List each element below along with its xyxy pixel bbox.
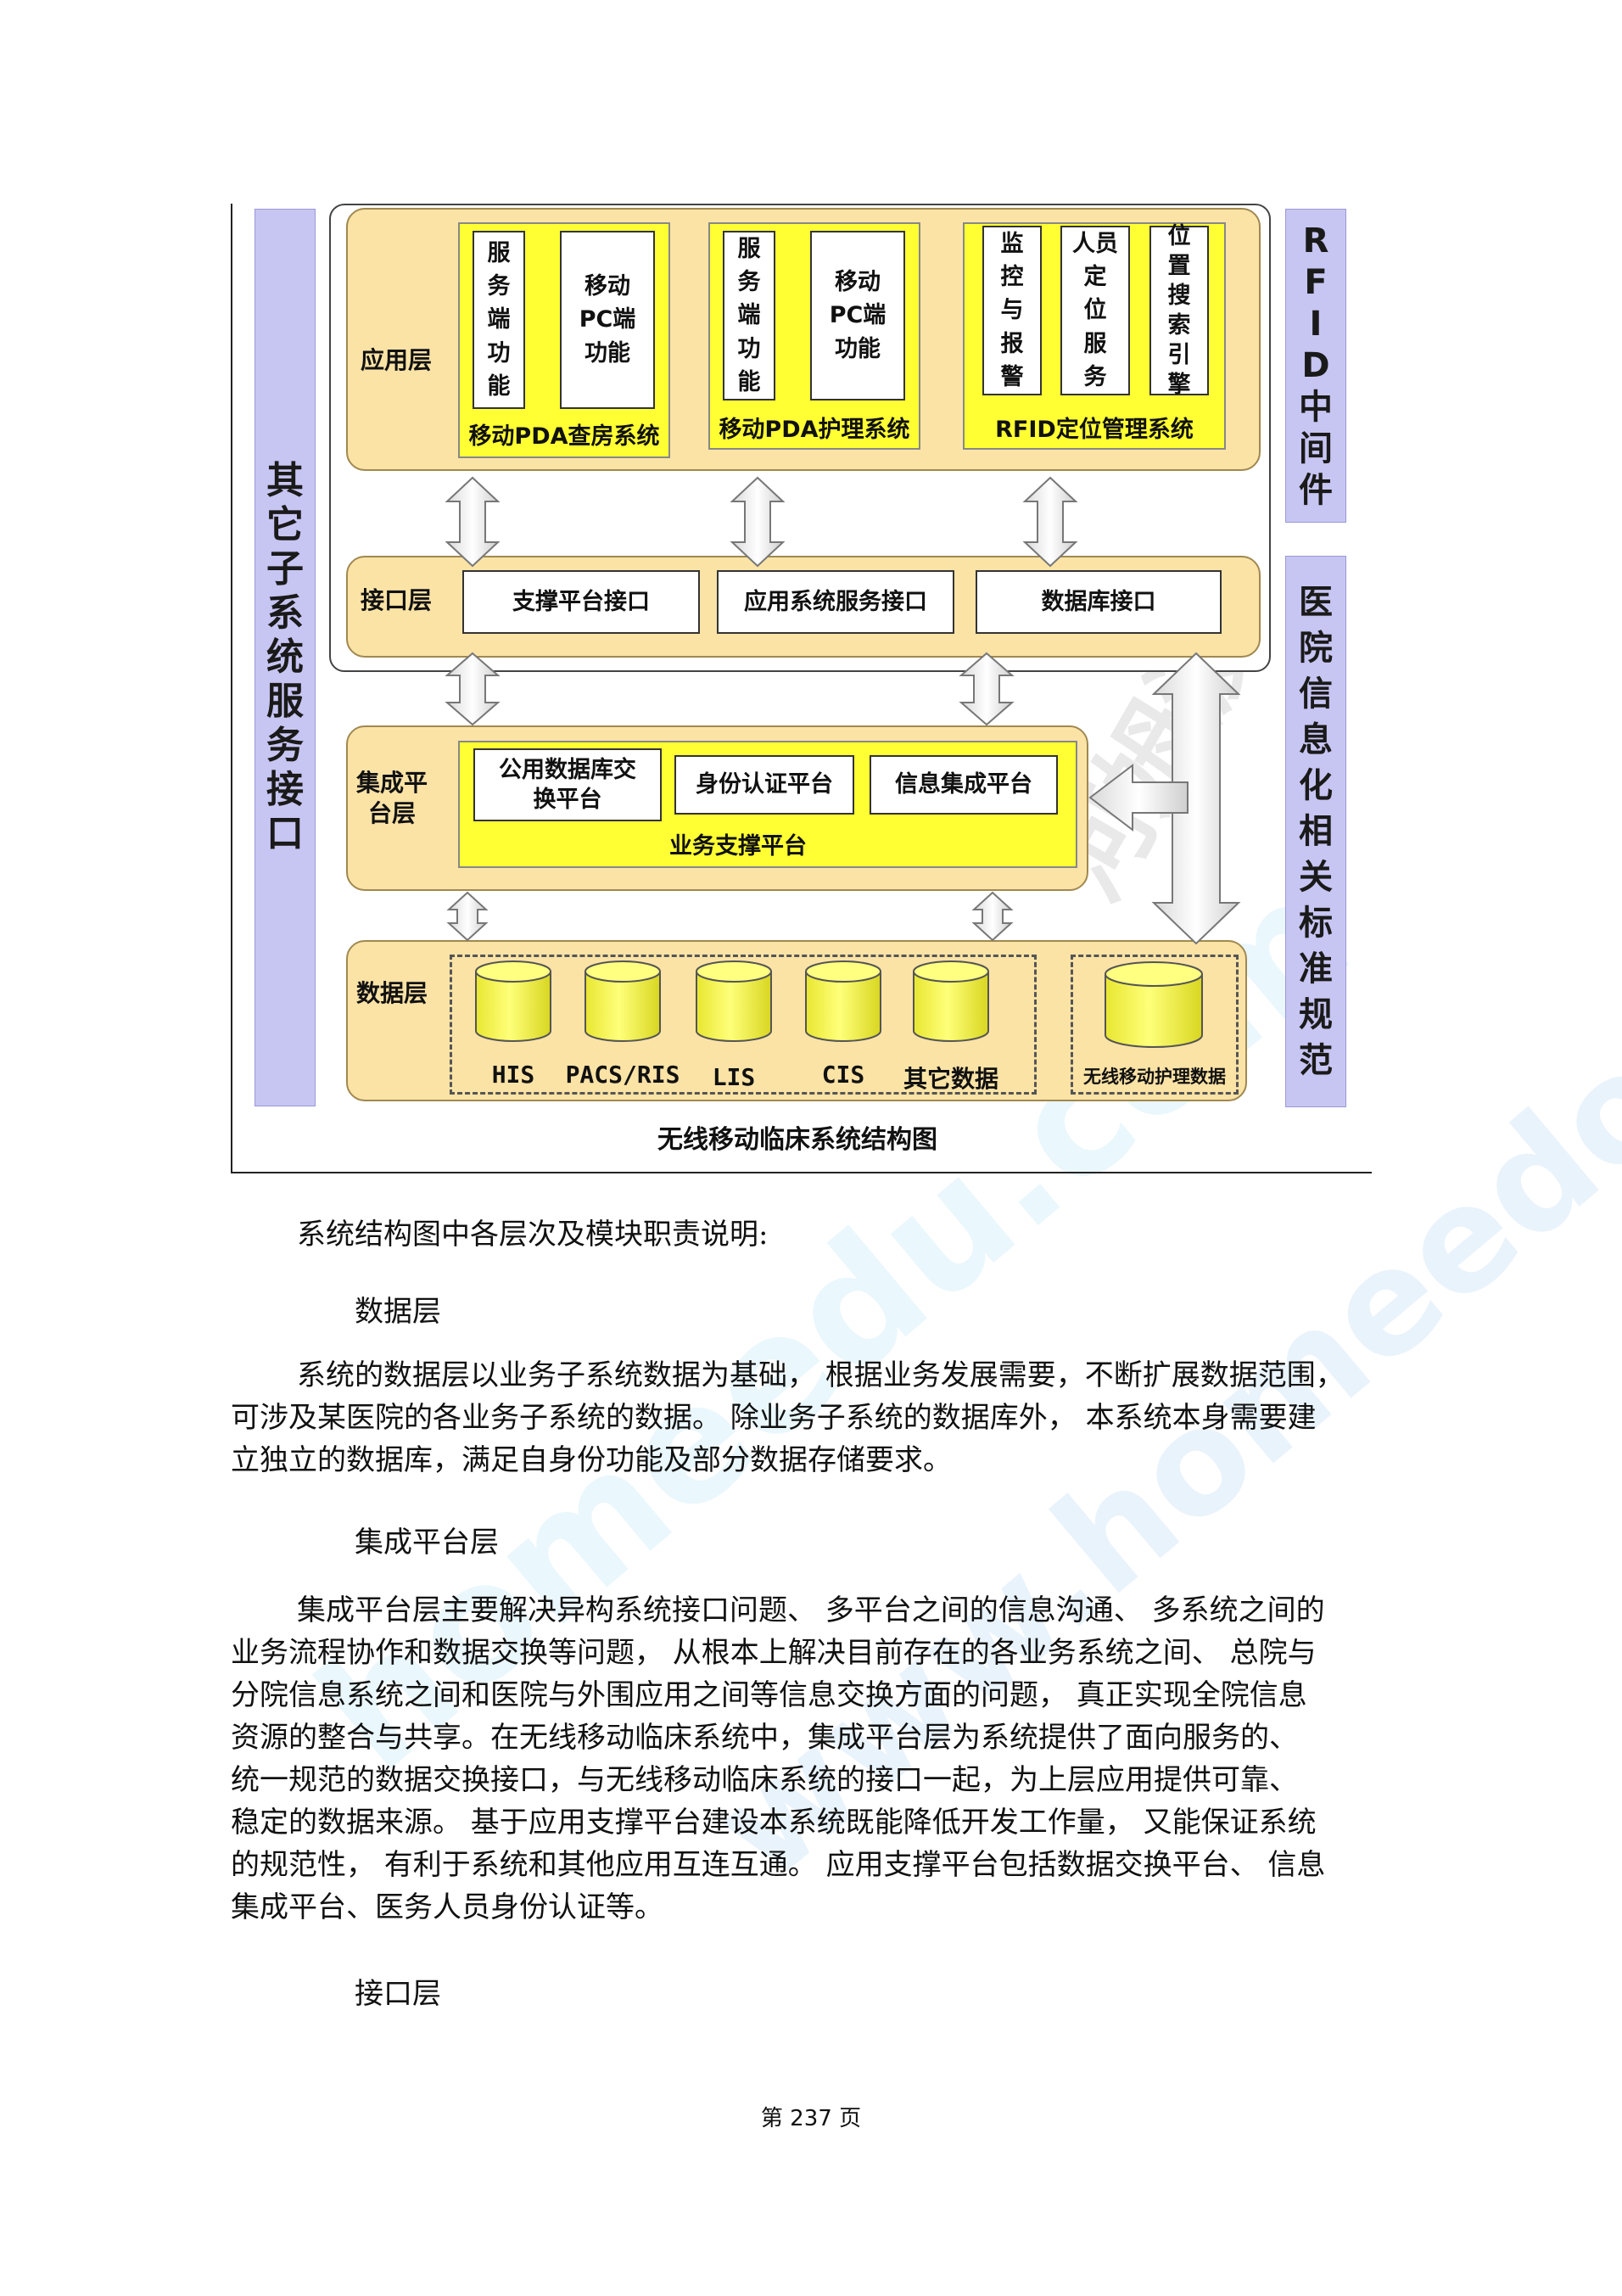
system-caption-rfid: RFID定位管理系统 [995, 417, 1194, 443]
intro-line: 系统结构图中各层次及模块职责说明: [297, 1218, 769, 1252]
card-mobile-pc-function: 移动 PC端 功能 [810, 231, 905, 400]
arrow-app-interface-2 [730, 476, 786, 568]
card-personnel-location: 人员 定 位 服 务 [1060, 226, 1130, 395]
sidebar-rfid-middleware: R F I D 中 间 件 [1285, 209, 1346, 523]
db-label-lis: LIS [712, 1063, 756, 1091]
section-heading-integration-layer: 集成平台层 [355, 1526, 499, 1560]
arrow-integration-data-1 [446, 891, 489, 942]
public-db-exchange-platform: 公用数据库交 换平台 [473, 748, 662, 821]
data-layer-label: 数据层 [356, 979, 428, 1007]
db-cylinder-other [913, 960, 989, 1042]
db-cylinder-nursing [1105, 961, 1203, 1048]
section-paragraph-data-layer: 系统的数据层以业务子系统数据为基础， 根据业务发展需要，不断扩展数据范围， 可涉… [231, 1358, 1345, 1477]
section-heading-data-layer: 数据层 [355, 1295, 441, 1329]
db-cylinder-lis [696, 960, 772, 1042]
diagram-caption: 无线移动临床系统结构图 [657, 1125, 937, 1155]
sidebar-hospital-standards: 医 院 信 息 化 相 关 标 准 规 范 [1285, 556, 1346, 1107]
section-paragraph-integration-layer: 集成平台层主要解决异构系统接口问题、 多平台之间的信息沟通、 多系统之间的 业务… [231, 1593, 1326, 1924]
business-support-platform-caption: 业务支撑平台 [669, 833, 807, 860]
system-caption-pda-nursing: 移动PDA护理系统 [719, 417, 910, 443]
db-label-nursing: 无线移动护理数据 [1083, 1067, 1226, 1087]
app-layer-label: 应用层 [361, 346, 433, 374]
db-cylinder-his [475, 960, 551, 1042]
card-location-search-engine: 位 置 搜 索 引 擎 [1149, 223, 1209, 398]
integration-layer-label: 集成平 台层 [356, 769, 428, 828]
business-db-group [450, 955, 1037, 1095]
system-caption-pda-rounds: 移动PDA查房系统 [468, 423, 660, 450]
identity-auth-platform: 身份认证平台 [674, 755, 854, 815]
arrow-interface-integration-2 [959, 652, 1015, 726]
card-monitor-alarm: 监 控 与 报 警 [982, 226, 1042, 395]
database-cylinders [445, 476, 1241, 1048]
frame-left-line [231, 204, 232, 1173]
frame-bottom-line [231, 1172, 1372, 1173]
db-label-other: 其它数据 [903, 1065, 998, 1093]
info-integration-platform: 信息集成平台 [870, 755, 1058, 815]
db-cylinder-cis [805, 960, 881, 1042]
arrow-app-interface-3 [1022, 476, 1078, 568]
arrow-database-right [1151, 652, 1241, 945]
app-service-interface: 应用系统服务接口 [717, 570, 954, 634]
arrow-integration-data-2 [971, 891, 1014, 942]
interface-layer-label: 接口层 [361, 586, 433, 614]
database-interface: 数据库接口 [976, 570, 1222, 634]
support-platform-interface: 支撑平台接口 [462, 570, 700, 634]
architecture-diagram: 其 它 子 系 统 服 务 接 口 R F I D 中 间 件 医 院 信 息 … [231, 204, 1372, 1173]
extra-db-group [1071, 955, 1239, 1095]
card-mobile-pc-function: 移动 PC端 功能 [560, 231, 655, 409]
card-server-function: 服 务 端 功 能 [473, 231, 525, 409]
arrow-app-interface-1 [445, 476, 501, 568]
arrow-interface-integration-1 [445, 652, 501, 726]
db-cylinder-pacs [584, 960, 661, 1042]
db-label-cis: CIS [821, 1061, 865, 1089]
arrow-to-integration [1088, 763, 1189, 832]
section-heading-interface-layer: 接口层 [355, 1977, 441, 2011]
card-server-function: 服 务 端 功 能 [723, 231, 775, 400]
sidebar-other-subsystems: 其 它 子 系 统 服 务 接 口 [254, 209, 316, 1106]
db-label-his: HIS [491, 1061, 535, 1089]
db-label-pacs: PACS/RIS [565, 1061, 680, 1089]
page-number: 第 237 页 [760, 2106, 862, 2131]
